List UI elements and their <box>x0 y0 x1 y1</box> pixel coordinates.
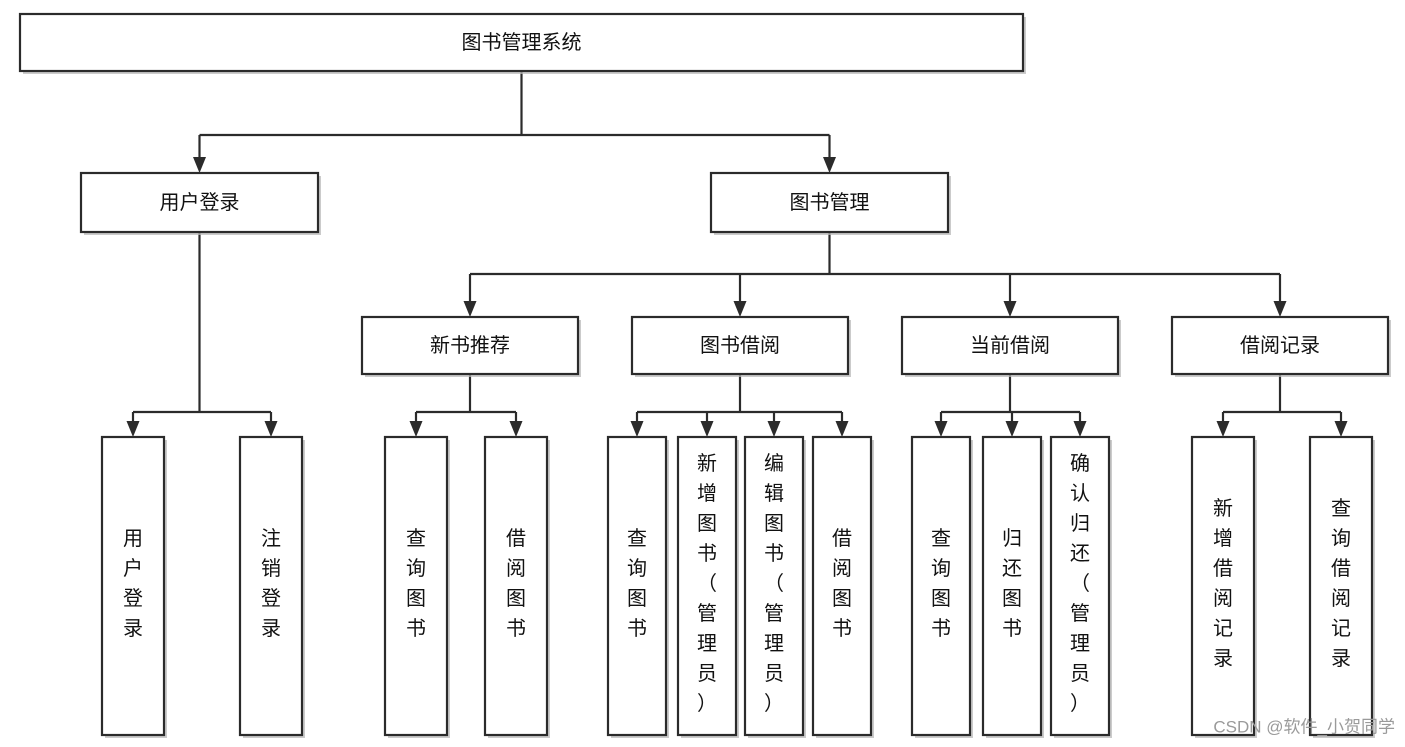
arrow-head-icon <box>823 157 836 173</box>
arrow-head-icon <box>1005 421 1019 437</box>
node-rect <box>606 435 668 737</box>
node-rect <box>811 435 873 737</box>
node-label: 查询借阅记录 <box>1331 497 1351 670</box>
node-rect <box>1190 435 1256 737</box>
arrow-head-icon <box>264 421 278 437</box>
arrow-head-icon <box>463 301 477 317</box>
node-label: 注销登录 <box>261 527 281 640</box>
node-leaf-0[interactable]: 用户登录 <box>100 435 167 738</box>
node-leaf-9[interactable]: 归还图书 <box>981 435 1044 738</box>
node-label: 借阅记录 <box>1240 334 1320 357</box>
node-rect <box>910 435 972 737</box>
node-root-system[interactable]: 图书管理系统 <box>18 12 1026 74</box>
node-rect <box>238 435 304 737</box>
arrow-head-icon <box>409 421 423 437</box>
arrow-head-icon <box>934 421 948 437</box>
node-rect <box>483 435 549 737</box>
node-label: 编辑图书（管理员） <box>764 452 784 715</box>
node-layer: 图书管理系统用户登录图书管理新书推荐图书借阅当前借阅借阅记录用户登录注销登录查询… <box>18 12 1391 738</box>
node-label: 借阅图书 <box>506 527 526 640</box>
node-rect <box>1308 435 1374 737</box>
node-level3-1[interactable]: 图书借阅 <box>630 315 851 377</box>
arrow-head-icon <box>1003 301 1017 317</box>
node-label: 用户登录 <box>123 528 143 640</box>
node-rect <box>1049 435 1111 737</box>
node-leaf-3[interactable]: 借阅图书 <box>483 435 550 738</box>
node-leaf-10[interactable]: 确认归还（管理员） <box>1049 435 1112 738</box>
node-level2-0[interactable]: 用户登录 <box>79 171 321 235</box>
node-label: 借阅图书 <box>832 527 852 640</box>
node-rect <box>709 171 950 234</box>
node-rect <box>79 171 320 234</box>
node-rect <box>900 315 1120 376</box>
node-leaf-5[interactable]: 新增图书（管理员） <box>676 435 739 738</box>
node-rect <box>676 435 738 737</box>
node-label: 查询图书 <box>406 527 426 640</box>
node-label: 用户登录 <box>160 191 240 214</box>
arrow-head-icon <box>126 421 140 437</box>
node-leaf-4[interactable]: 查询图书 <box>606 435 669 738</box>
node-level2-1[interactable]: 图书管理 <box>709 171 951 235</box>
node-leaf-6[interactable]: 编辑图书（管理员） <box>743 435 806 738</box>
node-leaf-2[interactable]: 查询图书 <box>383 435 450 738</box>
node-leaf-12[interactable]: 查询借阅记录 <box>1308 435 1375 738</box>
node-label: 确认归还（管理员） <box>1070 452 1090 715</box>
csdn-watermark: CSDN @软件_小贺同学 <box>1213 717 1395 736</box>
arrow-head-icon <box>193 157 206 173</box>
node-level3-0[interactable]: 新书推荐 <box>360 315 581 377</box>
node-leaf-8[interactable]: 查询图书 <box>910 435 973 738</box>
node-rect <box>981 435 1043 737</box>
arrow-head-icon <box>1216 421 1230 437</box>
arrow-head-icon <box>835 421 849 437</box>
arrow-head-icon <box>767 421 781 437</box>
node-level3-3[interactable]: 借阅记录 <box>1170 315 1391 377</box>
node-label: 归还图书 <box>1002 527 1022 640</box>
node-label: 图书借阅 <box>700 334 780 357</box>
node-label: 当前借阅 <box>970 334 1050 357</box>
arrow-head-icon <box>733 301 747 317</box>
node-label: 新增图书（管理员） <box>697 452 717 715</box>
node-rect <box>1170 315 1390 376</box>
node-leaf-7[interactable]: 借阅图书 <box>811 435 874 738</box>
node-rect <box>383 435 449 737</box>
arrow-head-icon <box>1073 421 1087 437</box>
node-rect <box>100 435 166 737</box>
node-leaf-1[interactable]: 注销登录 <box>238 435 305 738</box>
node-label: 查询图书 <box>627 527 647 640</box>
node-label: 新书推荐 <box>430 334 510 357</box>
node-rect <box>743 435 805 737</box>
node-label: 新增借阅记录 <box>1213 497 1233 670</box>
node-rect <box>360 315 580 376</box>
arrow-head-icon <box>630 421 644 437</box>
node-label: 图书管理 <box>790 191 870 214</box>
connector-layer <box>126 71 1348 437</box>
arrow-head-icon <box>509 421 523 437</box>
node-rect <box>18 12 1025 73</box>
node-label: 查询图书 <box>931 527 951 640</box>
node-leaf-11[interactable]: 新增借阅记录 <box>1190 435 1257 738</box>
arrow-head-icon <box>1334 421 1348 437</box>
arrow-head-icon <box>1273 301 1287 317</box>
node-level3-2[interactable]: 当前借阅 <box>900 315 1121 377</box>
arrow-head-icon <box>700 421 714 437</box>
node-rect <box>630 315 850 376</box>
node-label: 图书管理系统 <box>462 31 582 54</box>
